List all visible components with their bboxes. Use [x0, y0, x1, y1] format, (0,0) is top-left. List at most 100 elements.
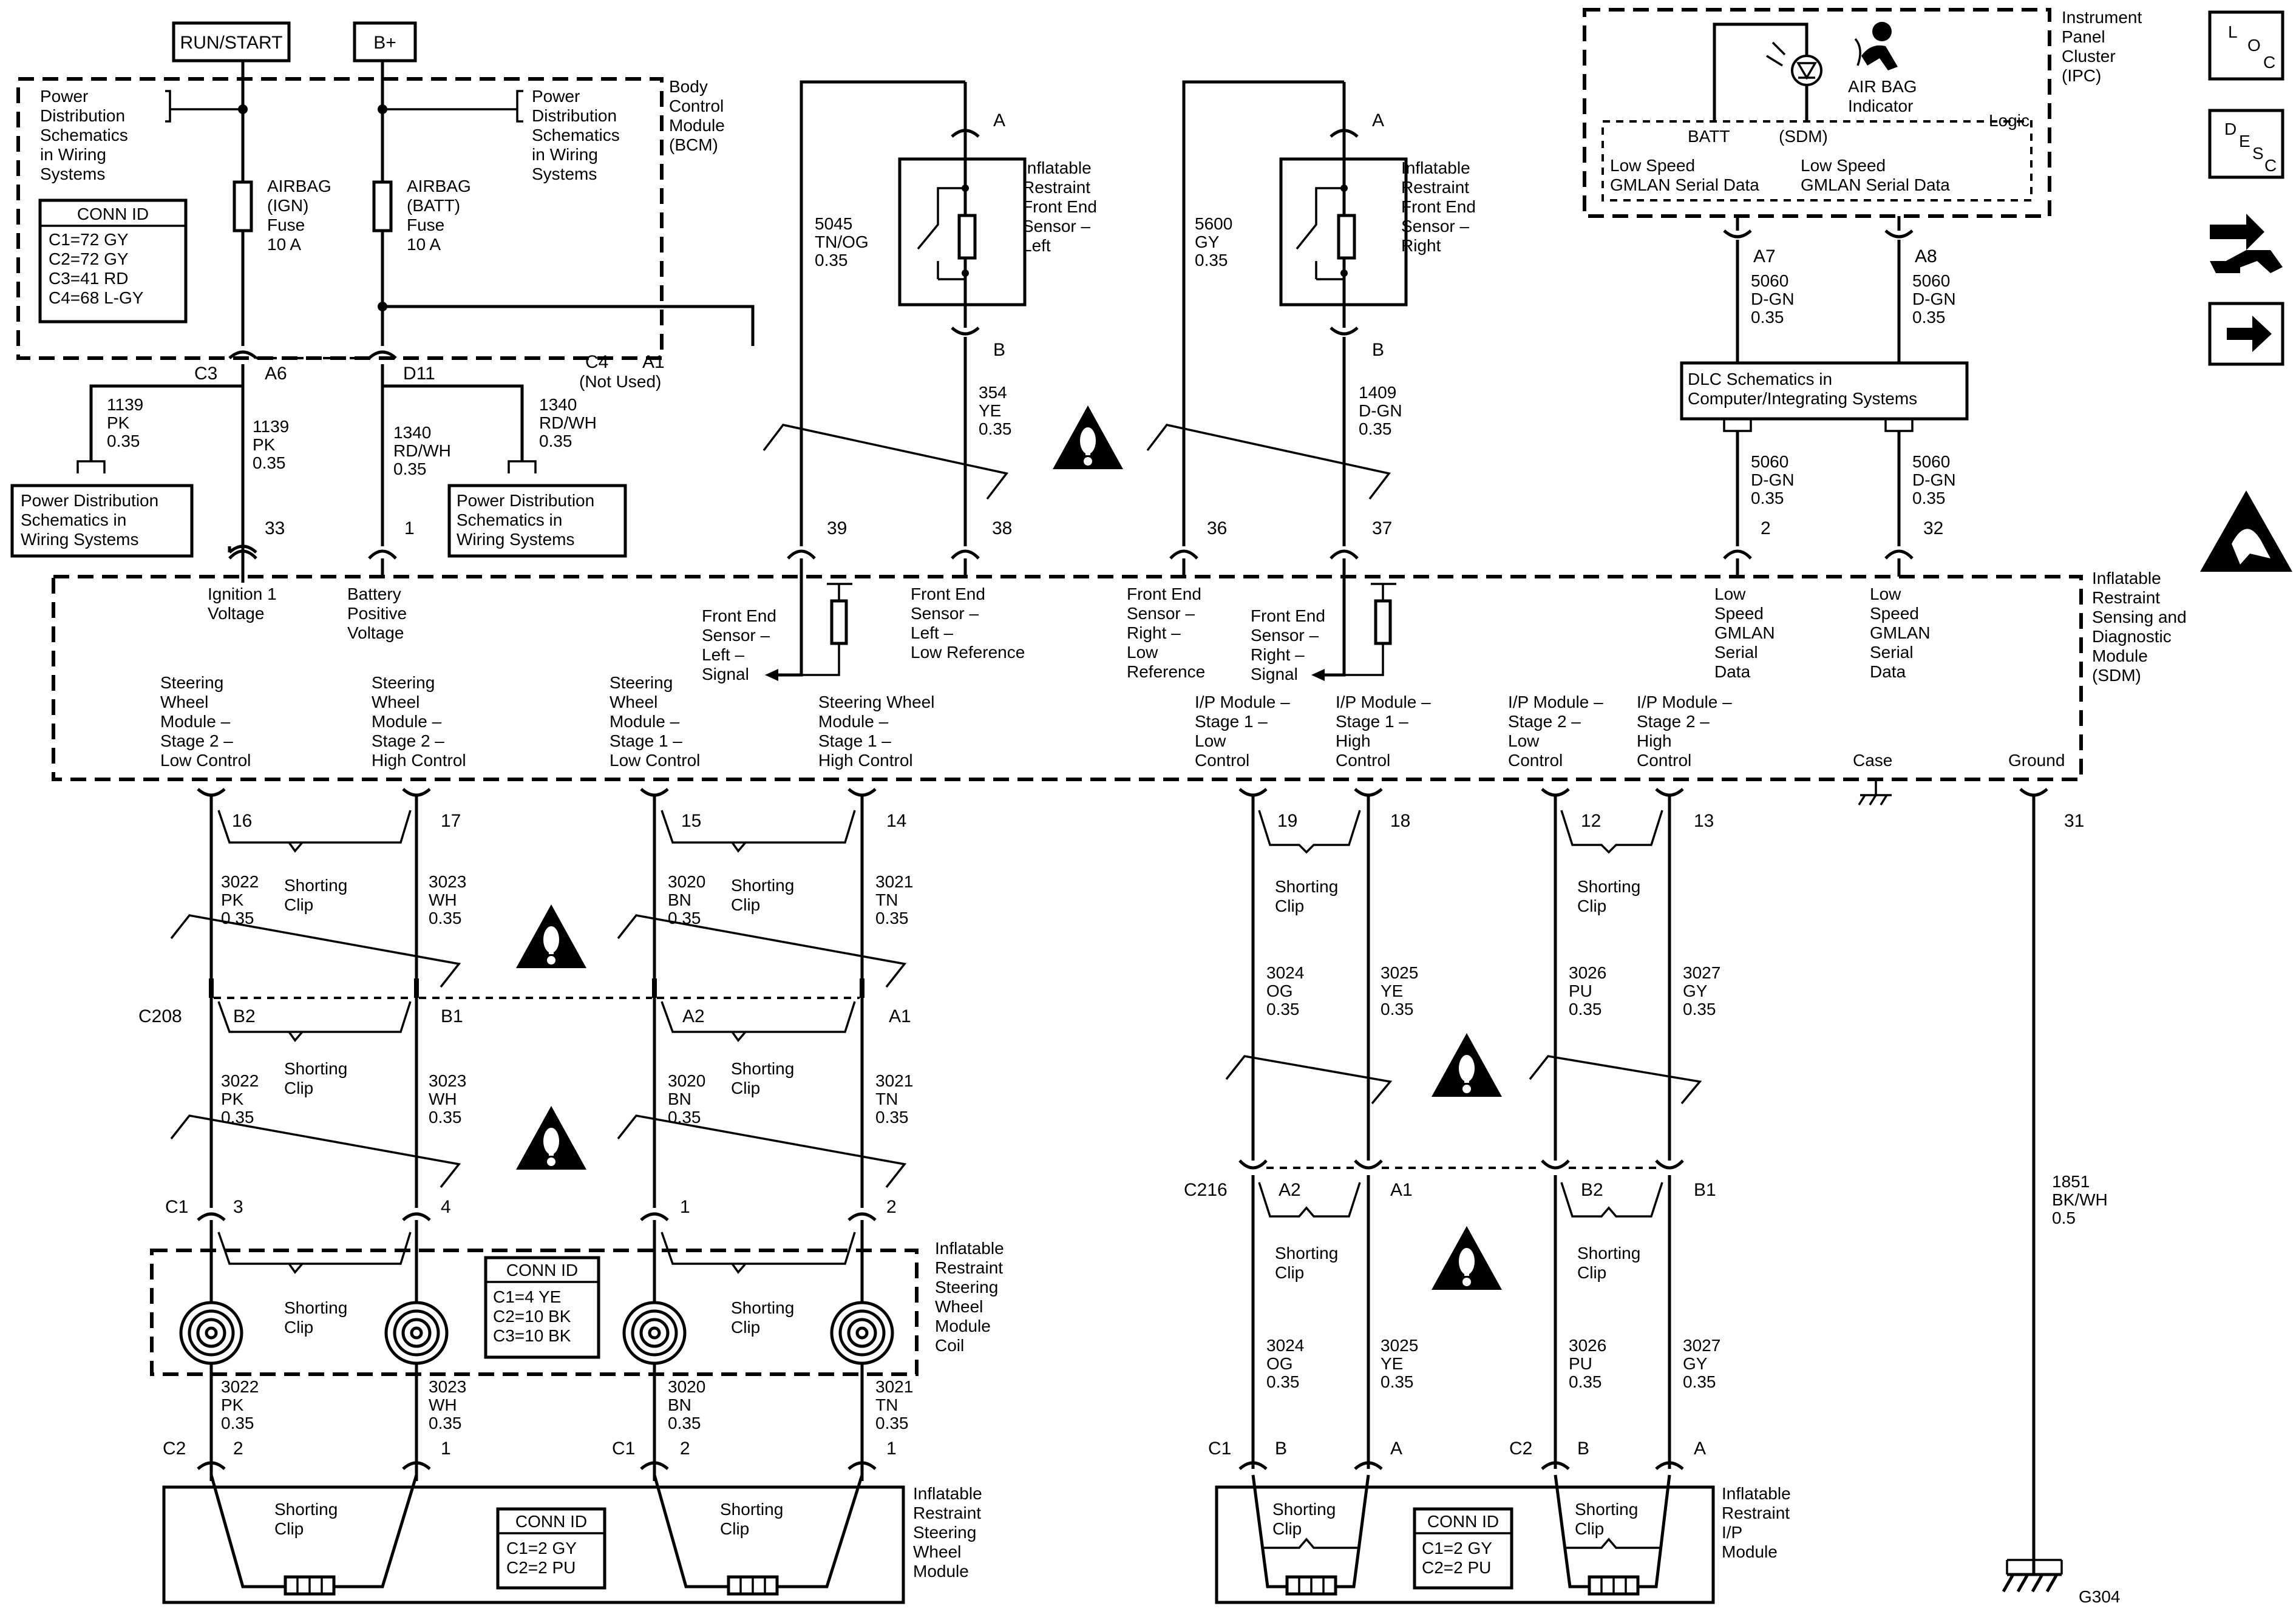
sdm-gmlan2: Low Speed GMLAN Serial Data — [1870, 585, 1935, 681]
a7-tag: A7 — [1753, 246, 1776, 266]
coil-spirals — [179, 1301, 894, 1365]
coil-label: Inflatable Restraint Steering Wheel Modu… — [935, 1239, 1008, 1355]
ground-circuit: 31 1851 BK/WH 0.5 G304 — [2002, 795, 2121, 1606]
conn-id-coil: C1=4 YE C2=10 BK C3=10 BK — [493, 1287, 576, 1345]
wire-1409: 1409 D-GN 0.35 — [1359, 383, 1407, 438]
conn-id-coil-title: CONN ID — [506, 1261, 578, 1280]
sdm-sw2high: Steering Wheel Module – Stage 2 – High C… — [372, 673, 466, 770]
sdm-sw1low: Steering Wheel Module – Stage 1 – Low Co… — [610, 673, 700, 770]
conn-id-ipm-title: CONN ID — [1427, 1512, 1499, 1531]
pin-16: 16 — [232, 811, 252, 831]
svg-text:2: 2 — [680, 1439, 690, 1459]
svg-text:D: D — [2224, 120, 2237, 138]
sdm-batt-label: Battery Positive Voltage — [347, 585, 412, 642]
c3-tag: C3 — [194, 364, 217, 384]
g304-tag: G304 — [2079, 1587, 2121, 1606]
conn-id-swm-title: CONN ID — [515, 1512, 587, 1531]
b2-tag: B2 — [233, 1006, 256, 1026]
swm-label: Inflatable Restraint Steering Wheel Modu… — [913, 1484, 987, 1581]
pin-18: 18 — [1390, 811, 1410, 831]
wire-1139-mid: 1139 PK 0.35 — [253, 417, 294, 472]
front-end-sensors: A B Inflatable Restraint Front End Senso… — [763, 80, 1481, 546]
sdm-ip2high: I/P Module – Stage 2 – High Control — [1637, 693, 1736, 770]
sensor-right-label: Inflatable Restraint Front End Sensor – … — [1401, 158, 1481, 255]
pin-15: 15 — [681, 811, 701, 831]
svg-text:1: 1 — [441, 1439, 451, 1459]
loc-icon[interactable] — [2208, 10, 2284, 81]
d11-tag: D11 — [403, 364, 435, 384]
svg-text:1: 1 — [886, 1439, 897, 1459]
sdm-fes-left-low: Front End Sensor – Left – Low Reference — [911, 585, 1025, 662]
nav-icons: L O C D E S C — [2200, 10, 2292, 572]
warning-icon — [516, 1106, 586, 1170]
pin-12: 12 — [1581, 811, 1601, 831]
tools-icon[interactable] — [2210, 214, 2283, 273]
svg-text:A: A — [1390, 1439, 1402, 1459]
sensor-right-pin-b: B — [1372, 340, 1384, 360]
sensor-right-pin-a: A — [1372, 110, 1384, 131]
desc-icon[interactable] — [2208, 109, 2284, 179]
warning-icon — [516, 904, 586, 968]
run-start-label: RUN/START — [180, 33, 283, 53]
bcm-section: RUN/START B+ Body Control Module (BCM) P… — [10, 21, 755, 558]
pin-14: 14 — [886, 811, 906, 831]
pin-33: 33 — [265, 518, 285, 538]
sensor-left-pin-b: B — [993, 340, 1005, 360]
wire-5060-lower-a: 5060 D-GN 0.35 — [1751, 452, 1799, 507]
svg-text:2: 2 — [233, 1439, 243, 1459]
wire-1139-left: 1139 PK 0.35 — [107, 395, 148, 450]
bcm-label: Body Control Module (BCM) — [669, 77, 730, 154]
svg-text:C: C — [2264, 156, 2277, 175]
a6-tag: A6 — [265, 364, 287, 384]
pin-38: 38 — [992, 518, 1012, 538]
sdm-ign-label: Ignition 1 Voltage — [208, 585, 281, 623]
fuse-ign: AIRBAG (IGN) Fuse 10 A — [267, 177, 336, 254]
not-used-tag: (Not Used) — [579, 372, 661, 391]
svg-text:L: L — [2228, 22, 2238, 41]
pds-box-right: Power Distribution Schematics in Wiring … — [457, 491, 599, 549]
sdm-ip2low: I/P Module – Stage 2 – Low Control — [1508, 693, 1608, 770]
svg-text:B1: B1 — [1694, 1180, 1716, 1200]
svg-text:4: 4 — [441, 1197, 451, 1217]
pin-13: 13 — [1694, 811, 1714, 831]
wire-1851: 1851 BK/WH 0.5 — [2052, 1172, 2113, 1227]
pin-37: 37 — [1372, 518, 1392, 538]
svg-text:E: E — [2239, 132, 2250, 151]
svg-text:B: B — [1275, 1439, 1287, 1459]
wire-5060-a8: 5060 D-GN 0.35 — [1912, 271, 1960, 327]
esd-warning-icon — [2200, 490, 2292, 572]
logic-label: Logic — [1989, 111, 2029, 130]
svg-text:A2: A2 — [1279, 1180, 1301, 1200]
conn-id-bcm: C1=72 GY C2=72 GY C3=41 RD C4=68 L-GY — [49, 230, 144, 307]
warning-icon — [1432, 1226, 1502, 1290]
pin-39: 39 — [827, 518, 847, 538]
conn-id-bcm-title: CONN ID — [77, 205, 149, 223]
sdm-sw1high: Steering Wheel Module – Stage 1 – High C… — [818, 693, 939, 770]
svg-text:A1: A1 — [1390, 1180, 1413, 1200]
wire-5060-lower-b: 5060 D-GN 0.35 — [1912, 452, 1960, 507]
airbag-person-icon — [1854, 22, 1898, 70]
pin-36: 36 — [1207, 518, 1227, 538]
